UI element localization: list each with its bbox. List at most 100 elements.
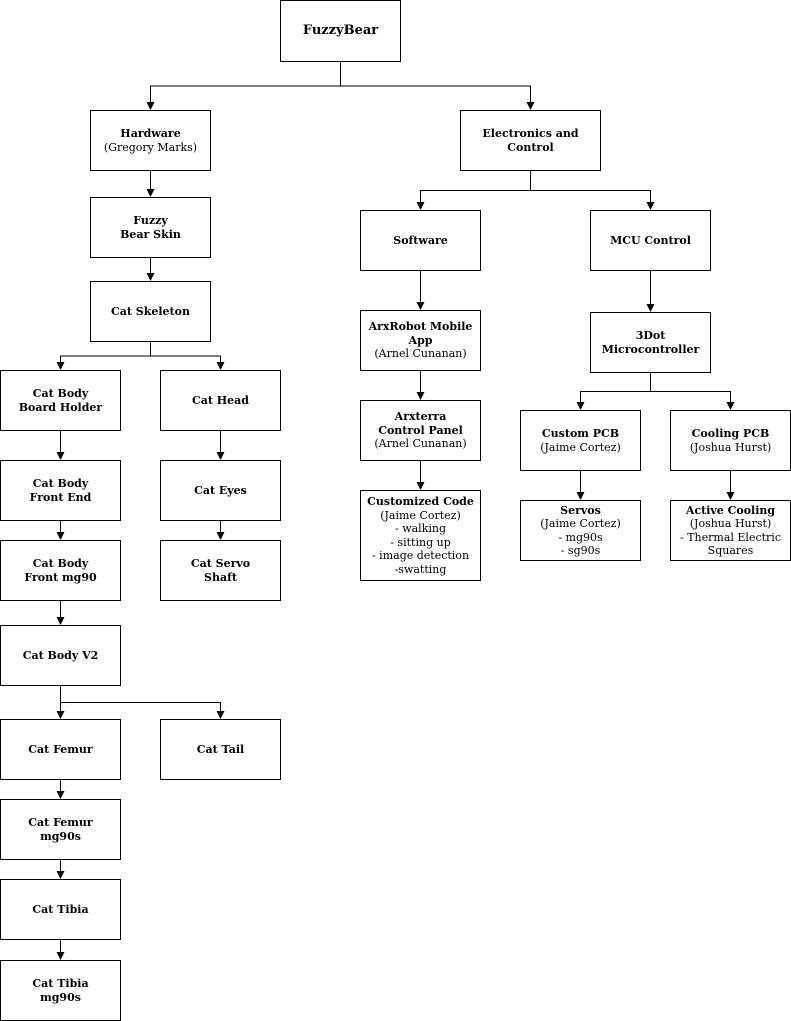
arrowhead (576, 402, 585, 410)
arrowhead (216, 711, 225, 719)
node-detail-line: Squares (707, 544, 754, 557)
node-cat-femur: Cat Femur (0, 719, 121, 780)
node-cat-tail: Cat Tail (160, 719, 281, 780)
node-title-line: 3Dot Microcontroller (601, 329, 700, 356)
arrowhead (646, 202, 655, 210)
connector-line (420, 171, 531, 209)
node-title-line: Cat Body (32, 387, 89, 400)
arrowhead (526, 102, 535, 110)
arrowhead (146, 273, 155, 281)
node-title-line: Cat Body (32, 557, 89, 570)
node-detail-line: - Thermal Electric (680, 530, 781, 544)
arrowhead (416, 202, 425, 210)
node-detail-line: - sitting up (390, 535, 451, 549)
node-detail-line: - walking (394, 522, 446, 535)
arrowhead (56, 952, 65, 960)
node-detail-line: (Jaime Cortez) (540, 517, 621, 530)
node-title-line: Cat Tibia (32, 902, 89, 916)
node-cat-tibia: Cat Tibia (0, 879, 121, 940)
node-detail-line: - sg90s (560, 544, 601, 557)
node-title-line: Cat Eyes (194, 483, 247, 497)
node-title-line: Electronics and Control (482, 127, 579, 154)
node-title-line: Custom PCB (541, 427, 620, 440)
node-title-line: Cat Femur (28, 816, 93, 829)
arrowhead (726, 402, 735, 410)
node-title-line: Cat Skeleton (111, 304, 190, 318)
arrowhead (56, 617, 65, 625)
arrowhead (646, 304, 655, 312)
node-hardware: Hardware(Gregory Marks) (90, 110, 211, 171)
node-detail-line: (Joshua Hurst) (689, 517, 772, 530)
arrowhead (726, 492, 735, 500)
node-detail-line: - image detection (371, 549, 470, 562)
arrowhead (416, 482, 425, 490)
node-cat-head: Cat Head (160, 370, 281, 431)
node-software: Software (360, 210, 481, 271)
node-title-line: FuzzyBear (302, 23, 379, 39)
node-cat-eyes: Cat Eyes (160, 460, 281, 521)
arrowhead (146, 189, 155, 197)
node-detail-line: -swatting (394, 562, 447, 576)
arrowhead (216, 532, 225, 540)
node-detail-line: (Jaime Cortez) (380, 508, 461, 522)
node-title-line: Cat Body V2 (22, 648, 99, 662)
node-title-line: ArxRobot Mobile App (368, 320, 473, 347)
connector-line (150, 342, 221, 369)
arrowhead (576, 492, 585, 500)
arrowhead (416, 302, 425, 310)
arrowhead (56, 452, 65, 460)
node-title-line: Cat Tibia (32, 977, 89, 990)
node-title-line: Cat Tail (196, 742, 245, 756)
node-customized-code: Customized Code(Jaime Cortez)- walking- … (360, 490, 481, 581)
connector-line (580, 373, 651, 409)
node-cat-skeleton: Cat Skeleton (90, 281, 211, 342)
node-title-line: Servos (560, 503, 601, 517)
node-detail-line: (Arnel Cunanan) (374, 347, 467, 361)
node-title-line: Front mg90 (24, 570, 97, 584)
node-title-line: Front End (29, 490, 92, 504)
connector-line (60, 342, 151, 369)
node-title-line: Cat Servo (190, 557, 251, 570)
arrowhead (56, 871, 65, 879)
node-detail-line: - mg90s (558, 530, 603, 544)
node-arxrobot-mobile-app: ArxRobot Mobile App(Arnel Cunanan) (360, 310, 481, 371)
arrowhead (416, 392, 425, 400)
node-title-line: Active Cooling (685, 503, 776, 517)
node-title-line: Cat Head (191, 393, 249, 407)
connector-line (60, 686, 221, 718)
node-3dot-microcontroller: 3Dot Microcontroller (590, 312, 711, 373)
node-servos: Servos(Jaime Cortez)- mg90s- sg90s (520, 500, 641, 561)
connector-line (650, 373, 731, 409)
node-title-line: Customized Code (367, 495, 474, 508)
node-title-line: mg90s (40, 829, 81, 843)
arrowhead (56, 711, 65, 719)
node-title-line: Fuzzy (133, 214, 168, 227)
node-custom-pcb: Custom PCB(Jaime Cortez) (520, 410, 641, 471)
connector-line (530, 171, 651, 209)
node-detail-line: (Gregory Marks) (103, 140, 198, 154)
node-title-line: Control Panel (378, 423, 463, 437)
node-electronics-and-control: Electronics and Control (460, 110, 601, 171)
node-title-line: Hardware (120, 127, 181, 140)
arrowhead (56, 362, 65, 370)
node-title-line: mg90s (40, 990, 81, 1004)
node-detail-line: (Jaime Cortez) (540, 440, 621, 454)
node-detail-line: (Arnel Cunanan) (374, 437, 467, 451)
arrowhead (56, 532, 65, 540)
node-fuzzybear: FuzzyBear (280, 0, 401, 62)
node-active-cooling: Active Cooling(Joshua Hurst)- Thermal El… (670, 500, 791, 561)
node-title-line: MCU Control (610, 233, 691, 247)
node-title-line: Bear Skin (120, 227, 181, 241)
node-title-line: Board Holder (18, 400, 103, 414)
node-title-line: Arxterra (394, 410, 447, 424)
node-title-line: Cat Femur (28, 742, 93, 756)
arrowhead (56, 791, 65, 799)
